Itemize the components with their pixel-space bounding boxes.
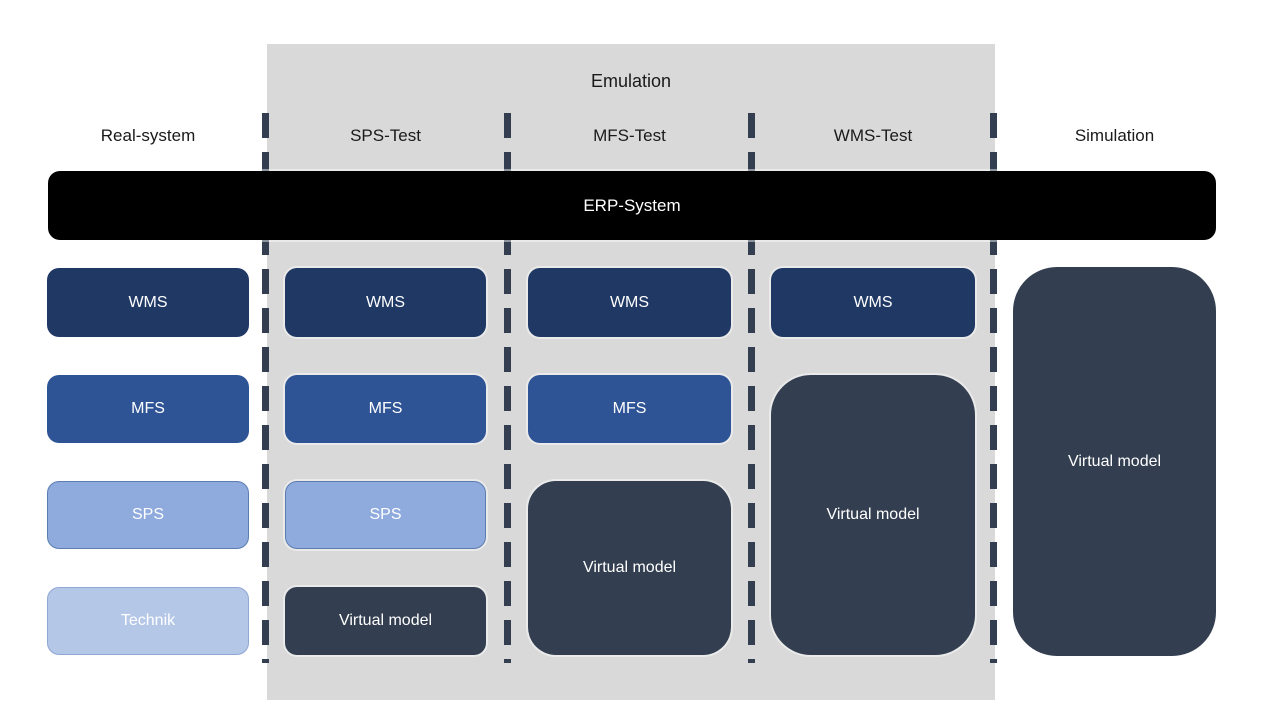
- box-sps-sps-test: SPS: [285, 481, 486, 549]
- column-header-sps-test: SPS-Test: [350, 126, 421, 145]
- emulation-panel-title: Emulation: [590, 70, 672, 91]
- box-wms-sps-test: WMS: [285, 268, 486, 337]
- box-virtual-model-wms-test: Virtual model: [771, 375, 975, 655]
- box-mfs-sps-test: MFS: [285, 375, 486, 443]
- column-divider: [504, 113, 511, 663]
- box-mfs-real-system: MFS: [47, 375, 249, 443]
- column-divider: [990, 113, 997, 663]
- column-divider: [262, 113, 269, 663]
- column-header-mfs-test: MFS-Test: [593, 126, 666, 145]
- box-virtual-model-simulation: Virtual model: [1013, 267, 1216, 656]
- box-virtual-model-sps-test: Virtual model: [285, 587, 486, 655]
- box-virtual-model-mfs-test: Virtual model: [528, 481, 731, 655]
- column-header-real-system: Real-system: [100, 126, 196, 145]
- box-sps-real-system: SPS: [47, 481, 249, 549]
- box-mfs-mfs-test: MFS: [528, 375, 731, 443]
- column-header-simulation: Simulation: [1074, 126, 1155, 145]
- box-wms-mfs-test: WMS: [528, 268, 731, 337]
- column-divider: [748, 113, 755, 663]
- erp-system-bar: ERP-System: [48, 171, 1216, 240]
- box-wms-real-system: WMS: [47, 268, 249, 337]
- box-wms-wms-test: WMS: [771, 268, 975, 337]
- column-header-wms-test: WMS-Test: [833, 126, 913, 145]
- box-technik-real-system: Technik: [47, 587, 249, 655]
